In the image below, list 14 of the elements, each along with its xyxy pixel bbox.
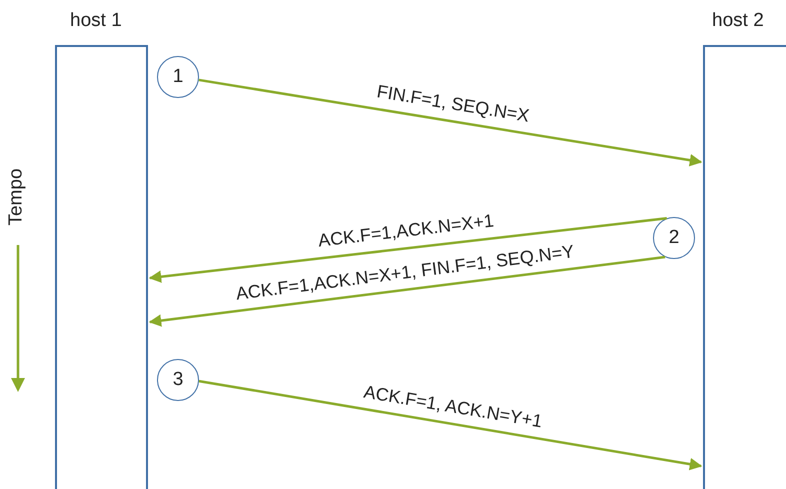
step-circle: 1: [157, 56, 199, 98]
edge-label: FIN.F=1, SEQ.N=X: [374, 81, 530, 127]
host-lane: [55, 45, 148, 489]
arrow: [198, 78, 702, 166]
step-circle: 2: [653, 217, 695, 259]
step-circle: 3: [157, 359, 199, 401]
time-axis-label: Tempo: [6, 168, 28, 226]
arrow: [148, 217, 667, 283]
arrow: [148, 256, 666, 327]
host-heading: host 1: [70, 10, 122, 32]
host-heading: host 2: [712, 10, 764, 32]
arrow: [198, 380, 702, 470]
host-lane: [703, 45, 786, 489]
edge-label: ACK.F=1, ACK.N=Y+1: [362, 381, 544, 432]
